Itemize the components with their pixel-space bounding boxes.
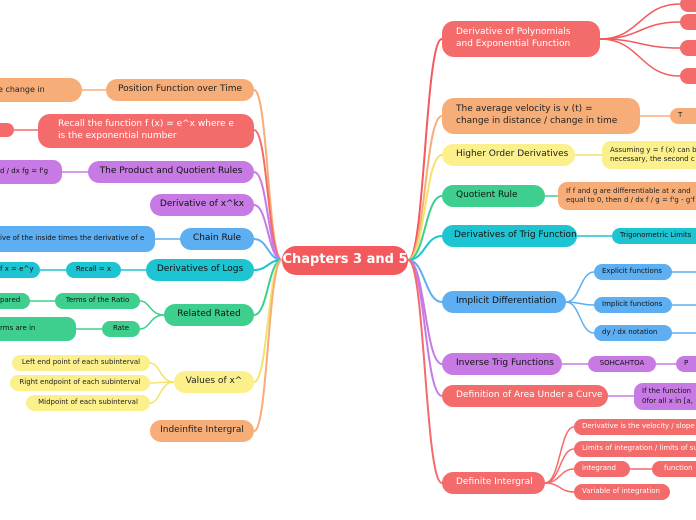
terms-of-ratio-child[interactable]: pared (0, 293, 30, 309)
polynomials-child-1[interactable] (680, 0, 696, 12)
topic-polynomials[interactable]: Derivative of Polynomials and Exponentia… (442, 21, 600, 57)
integrand-child-function[interactable]: function (652, 461, 696, 477)
edge-quotient (407, 195, 443, 261)
polynomials-child-2[interactable] (680, 14, 696, 30)
logs-recall-child[interactable]: f x = e^y (0, 262, 40, 278)
trig-limits[interactable]: Trigonometric Limits (612, 228, 696, 244)
topic-avg-velocity[interactable]: The average velocity is v (t) = change i… (442, 98, 640, 134)
definite-child-variable[interactable]: Variable of integration (574, 484, 670, 500)
topic-product-quotient[interactable]: The Product and Quotient Rules (88, 161, 254, 183)
sohcahtoa[interactable]: SOHCAHTOA (588, 356, 656, 372)
related-rate[interactable]: Rate (102, 321, 140, 337)
left-endpoint[interactable]: Left end point of each subinterval (12, 355, 150, 371)
right-endpoint[interactable]: Right endpoint of each subinterval (10, 375, 150, 391)
topic-inverse-trig[interactable]: Inverse Trig Functions (442, 353, 562, 375)
definite-child-velocity[interactable]: Derivative is the velocity / slope ra (574, 419, 696, 435)
topic-chain-rule[interactable]: Chain Rule (180, 228, 254, 250)
explicit-functions[interactable]: Explicit functions (594, 264, 672, 280)
topic-derivatives-of-logs[interactable]: Derivatives of Logs (146, 259, 254, 281)
topic-position-function[interactable]: Position Function over Time (106, 79, 254, 101)
dydx-notation[interactable]: dy / dx notation (594, 325, 672, 341)
topic-higher-order[interactable]: Higher Order Derivatives (442, 144, 575, 166)
rate-child[interactable]: rms are in (0, 317, 76, 341)
edge-trig (407, 235, 443, 261)
topic-related-rates[interactable]: Related Rated (164, 304, 254, 326)
topic-trig-derivatives[interactable]: Derivatives of Trig Functions (442, 225, 577, 247)
higher-order-child[interactable]: Assuming y = f (x) can be necessary, the… (602, 141, 696, 169)
logs-recall[interactable]: Recall = x (66, 262, 121, 278)
edge-higher-order (407, 154, 443, 261)
edge-polynomials (407, 38, 443, 261)
topic-definite-integral[interactable]: Definite Intergral (442, 472, 545, 494)
implicit-functions[interactable]: Implicit functions (594, 297, 672, 313)
edge-inverse-trig (407, 259, 443, 365)
definite-child-limits[interactable]: Limits of integration / limits of sum (574, 441, 696, 457)
edge-indefinite (253, 259, 283, 432)
topic-values-of-x[interactable]: Values of x^ (174, 371, 254, 393)
topic-area-under-curve[interactable]: Definition of Area Under a Curve (442, 385, 608, 407)
topic-indefinite-integral[interactable]: Indeinfite Intergral (150, 420, 254, 442)
edge-recall (253, 129, 283, 261)
polynomials-child-3[interactable] (680, 40, 696, 56)
midpoint[interactable]: Midpoint of each subinterval (26, 395, 150, 411)
recall-exponential-child[interactable] (0, 123, 14, 137)
definite-child-integrand[interactable]: integrand (574, 461, 630, 477)
topic-derivative-xkx[interactable]: Derivative of x^kx (150, 194, 254, 216)
polynomials-child-4[interactable] (680, 68, 696, 84)
edge-related (253, 259, 283, 316)
avg-velocity-child[interactable]: T (670, 108, 696, 124)
topic-implicit-differentiation[interactable]: Implicit Differentiation (442, 291, 566, 313)
sohcahtoa-child[interactable]: P (676, 356, 696, 372)
central-topic[interactable]: Chapters 3 and 5 (282, 246, 408, 275)
quotient-rule-child[interactable]: If f and g are differentiable at x and e… (558, 182, 696, 210)
topic-quotient-rule[interactable]: Quotient Rule (442, 185, 545, 207)
topic-recall-exponential[interactable]: Recall the function f (x) = e^x where e … (38, 114, 254, 148)
edge-definite (407, 259, 443, 484)
edge-values (253, 259, 283, 383)
chain-rule-child[interactable]: ive of the inside times the derivative o… (0, 226, 155, 252)
product-rule-child[interactable]: d / dx fg = f'g (0, 160, 62, 184)
position-function-child[interactable]: e change in (0, 78, 82, 102)
edge-area (407, 259, 443, 397)
area-definition-child[interactable]: If the function 0for all x in [a, (634, 383, 696, 410)
related-terms-of-ratio[interactable]: Terms of the Ratio (55, 293, 140, 309)
